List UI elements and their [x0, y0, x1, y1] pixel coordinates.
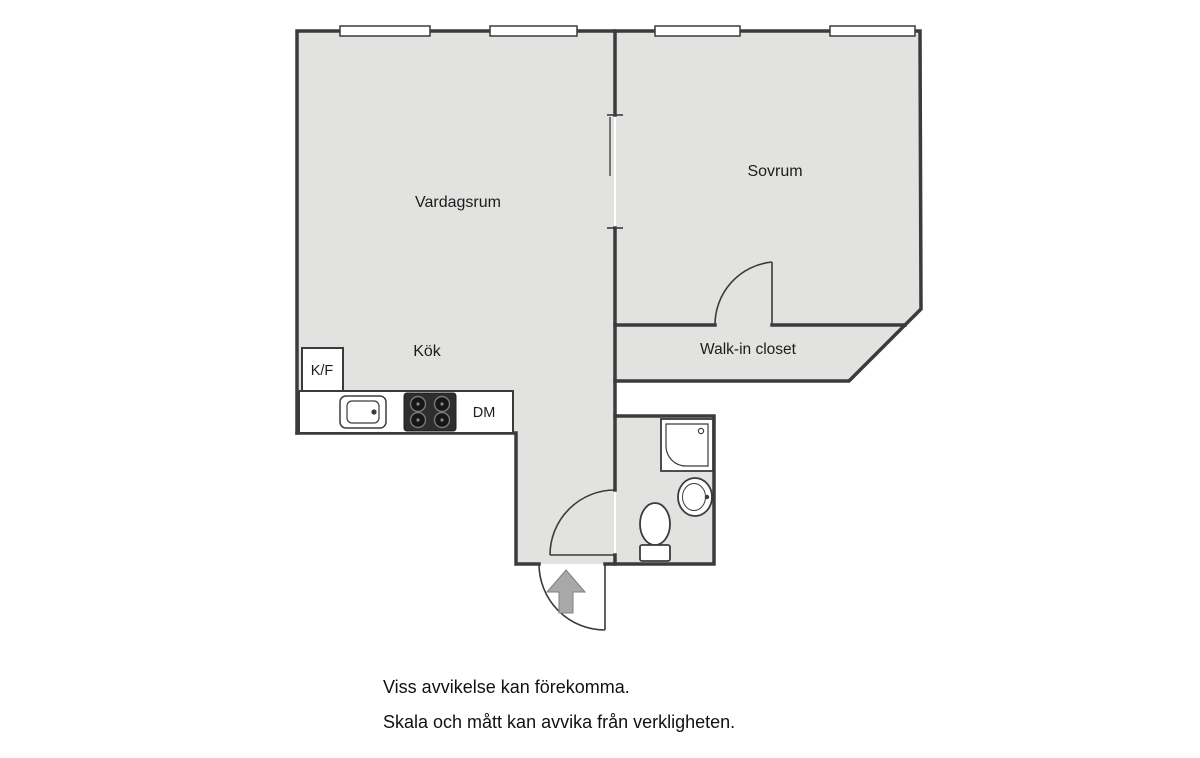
disclaimer: Viss avvikelse kan förekomma. Skala och …: [383, 677, 735, 732]
stove-icon: [403, 392, 457, 432]
window-icon: [489, 25, 578, 37]
room-sovrum-floor: [616, 31, 921, 381]
disclaimer-line-2: Skala och mått kan avvika från verklighe…: [383, 712, 735, 732]
fridge-freezer-label: K/F: [311, 363, 334, 379]
interior-walls: [613, 29, 907, 566]
room-labels: Vardagsrum Sovrum Kök Walk-in closet K/F…: [311, 163, 803, 421]
wall-top-left-right: [295, 29, 923, 435]
bathroom-fixtures: [639, 418, 714, 562]
wall-bathroom-outer: [603, 414, 716, 566]
toilet-icon: [639, 502, 671, 562]
entrance-door-arc: [538, 563, 606, 631]
dishwasher-label: DM: [473, 405, 496, 421]
disclaimer-line-1: Viss avvikelse kan förekomma.: [383, 677, 630, 697]
room-label-vardagsrum: Vardagsrum: [415, 194, 501, 211]
window-icon: [654, 25, 741, 37]
room-label-walk-in-closet: Walk-in closet: [700, 341, 797, 358]
kitchen-sink-icon: [339, 395, 387, 429]
shower-icon: [660, 418, 714, 472]
closet-door-arc: [714, 261, 773, 326]
washbasin-icon: [677, 477, 713, 517]
wall-kitchen-bottom: [295, 431, 541, 566]
entrance-arrow-icon: [545, 569, 587, 614]
bathroom-door-arc: [549, 489, 616, 556]
room-label-kok: Kök: [413, 343, 442, 360]
window-icon: [339, 25, 431, 37]
floor-fills: [297, 31, 921, 564]
door-symbols: [538, 114, 773, 631]
room-vardagsrum-floor: [297, 31, 614, 564]
window-icon: [829, 25, 916, 37]
windows: [339, 25, 916, 37]
kitchen-fixtures: [298, 347, 514, 434]
room-label-sovrum: Sovrum: [747, 163, 802, 180]
